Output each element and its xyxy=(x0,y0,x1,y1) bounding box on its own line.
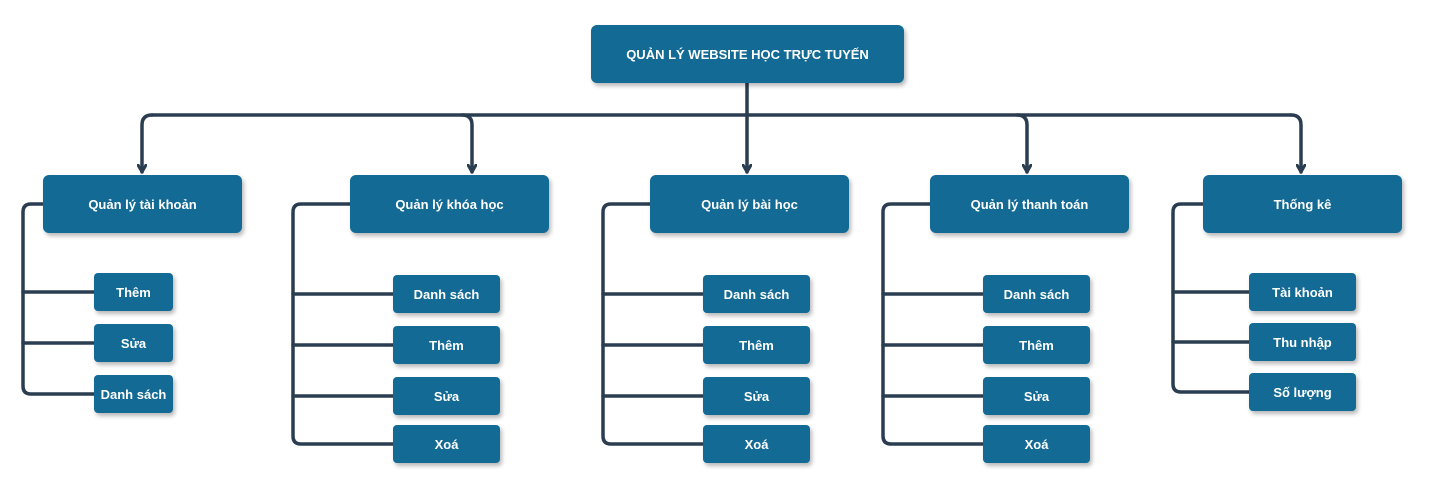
category-node-statistics: Thống kê xyxy=(1203,175,1402,233)
leaf-node: Thêm xyxy=(94,273,173,311)
leaf-node: Số lượng xyxy=(1249,373,1356,411)
leaf-node: Danh sách xyxy=(393,275,500,313)
leaf-node: Tài khoản xyxy=(1249,273,1356,311)
leaf-node: Thêm xyxy=(393,326,500,364)
branch-spine-line xyxy=(1171,202,1251,394)
leaf-node: Sửa xyxy=(983,377,1090,415)
branch-spine-line xyxy=(601,202,705,446)
category-arrow xyxy=(1289,113,1301,174)
category-node-course: Quản lý khóa học xyxy=(350,175,549,233)
leaf-node: Thu nhập xyxy=(1249,323,1356,361)
category-node-account: Quản lý tài khoản xyxy=(43,175,242,233)
leaf-node: Danh sách xyxy=(703,275,810,313)
leaf-node: Sửa xyxy=(94,324,173,362)
leaf-node: Xoá xyxy=(703,425,810,463)
branch-spine-line xyxy=(881,202,985,446)
branch-spine-line xyxy=(21,202,96,396)
leaf-node: Sửa xyxy=(703,377,810,415)
category-arrow xyxy=(142,113,154,174)
category-node-lesson: Quản lý bài học xyxy=(650,175,849,233)
branch-spine-line xyxy=(291,202,395,446)
root-node: QUẢN LÝ WEBSITE HỌC TRỰC TUYẾN xyxy=(591,25,904,83)
leaf-node: Thêm xyxy=(703,326,810,364)
leaf-node: Danh sách xyxy=(983,275,1090,313)
leaf-node: Xoá xyxy=(393,425,500,463)
leaf-node: Sửa xyxy=(393,377,500,415)
leaf-node: Xoá xyxy=(983,425,1090,463)
leaf-node: Thêm xyxy=(983,326,1090,364)
category-node-payment: Quản lý thanh toán xyxy=(930,175,1129,233)
leaf-node: Danh sách xyxy=(94,375,173,413)
category-arrow xyxy=(1015,113,1027,174)
category-arrow xyxy=(460,113,472,174)
